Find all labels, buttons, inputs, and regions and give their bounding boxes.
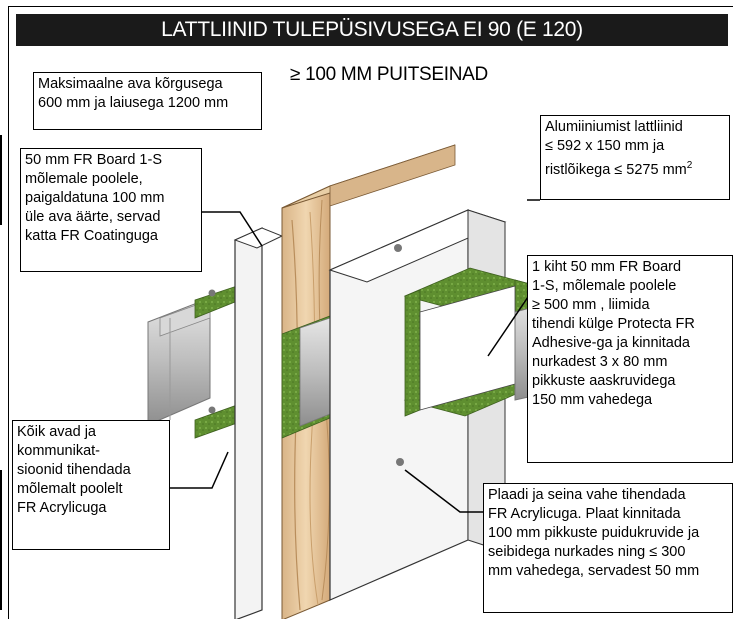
frame-stub-lower [0, 470, 2, 610]
wall-opening-seal [281, 315, 331, 439]
seal-right [403, 267, 532, 417]
callout-aluminium-ducts: Alumiiniumist lattliinid ≤ 592 x 150 mm … [540, 115, 730, 200]
aluminium-ducts-superscript: 2 [686, 160, 693, 171]
fr-board-left [208, 227, 284, 619]
callout-plate-wall-gap: Plaadi ja seina vahe tihendada FR Acryli… [483, 483, 733, 613]
subtitle: ≥ 100 MM PUITSEINAD [290, 64, 488, 85]
callout-fr-board-both-sides: 50 mm FR Board 1-S mõlemale poolele, pai… [20, 148, 202, 272]
callout-openings-sealed: Kõik avad ja kommunikat- sioonid tihenda… [12, 420, 170, 550]
frame-line-left [8, 6, 9, 619]
aluminium-ducts-text: Alumiiniumist lattliinid ≤ 592 x 150 mm … [545, 119, 687, 178]
frame-stub-upper [0, 135, 2, 225]
title-bar: LATTLIINID TULEPÜSIVUSEGA EI 90 (E 120) [16, 14, 728, 46]
duct-left [147, 297, 211, 426]
frame-line-top [8, 6, 733, 7]
callout-one-layer-board: 1 kiht 50 mm FR Board 1-S, mõlemale pool… [527, 255, 733, 463]
callout-max-opening: Maksimaalne ava kõrgusega 600 mm ja laiu… [33, 72, 262, 130]
